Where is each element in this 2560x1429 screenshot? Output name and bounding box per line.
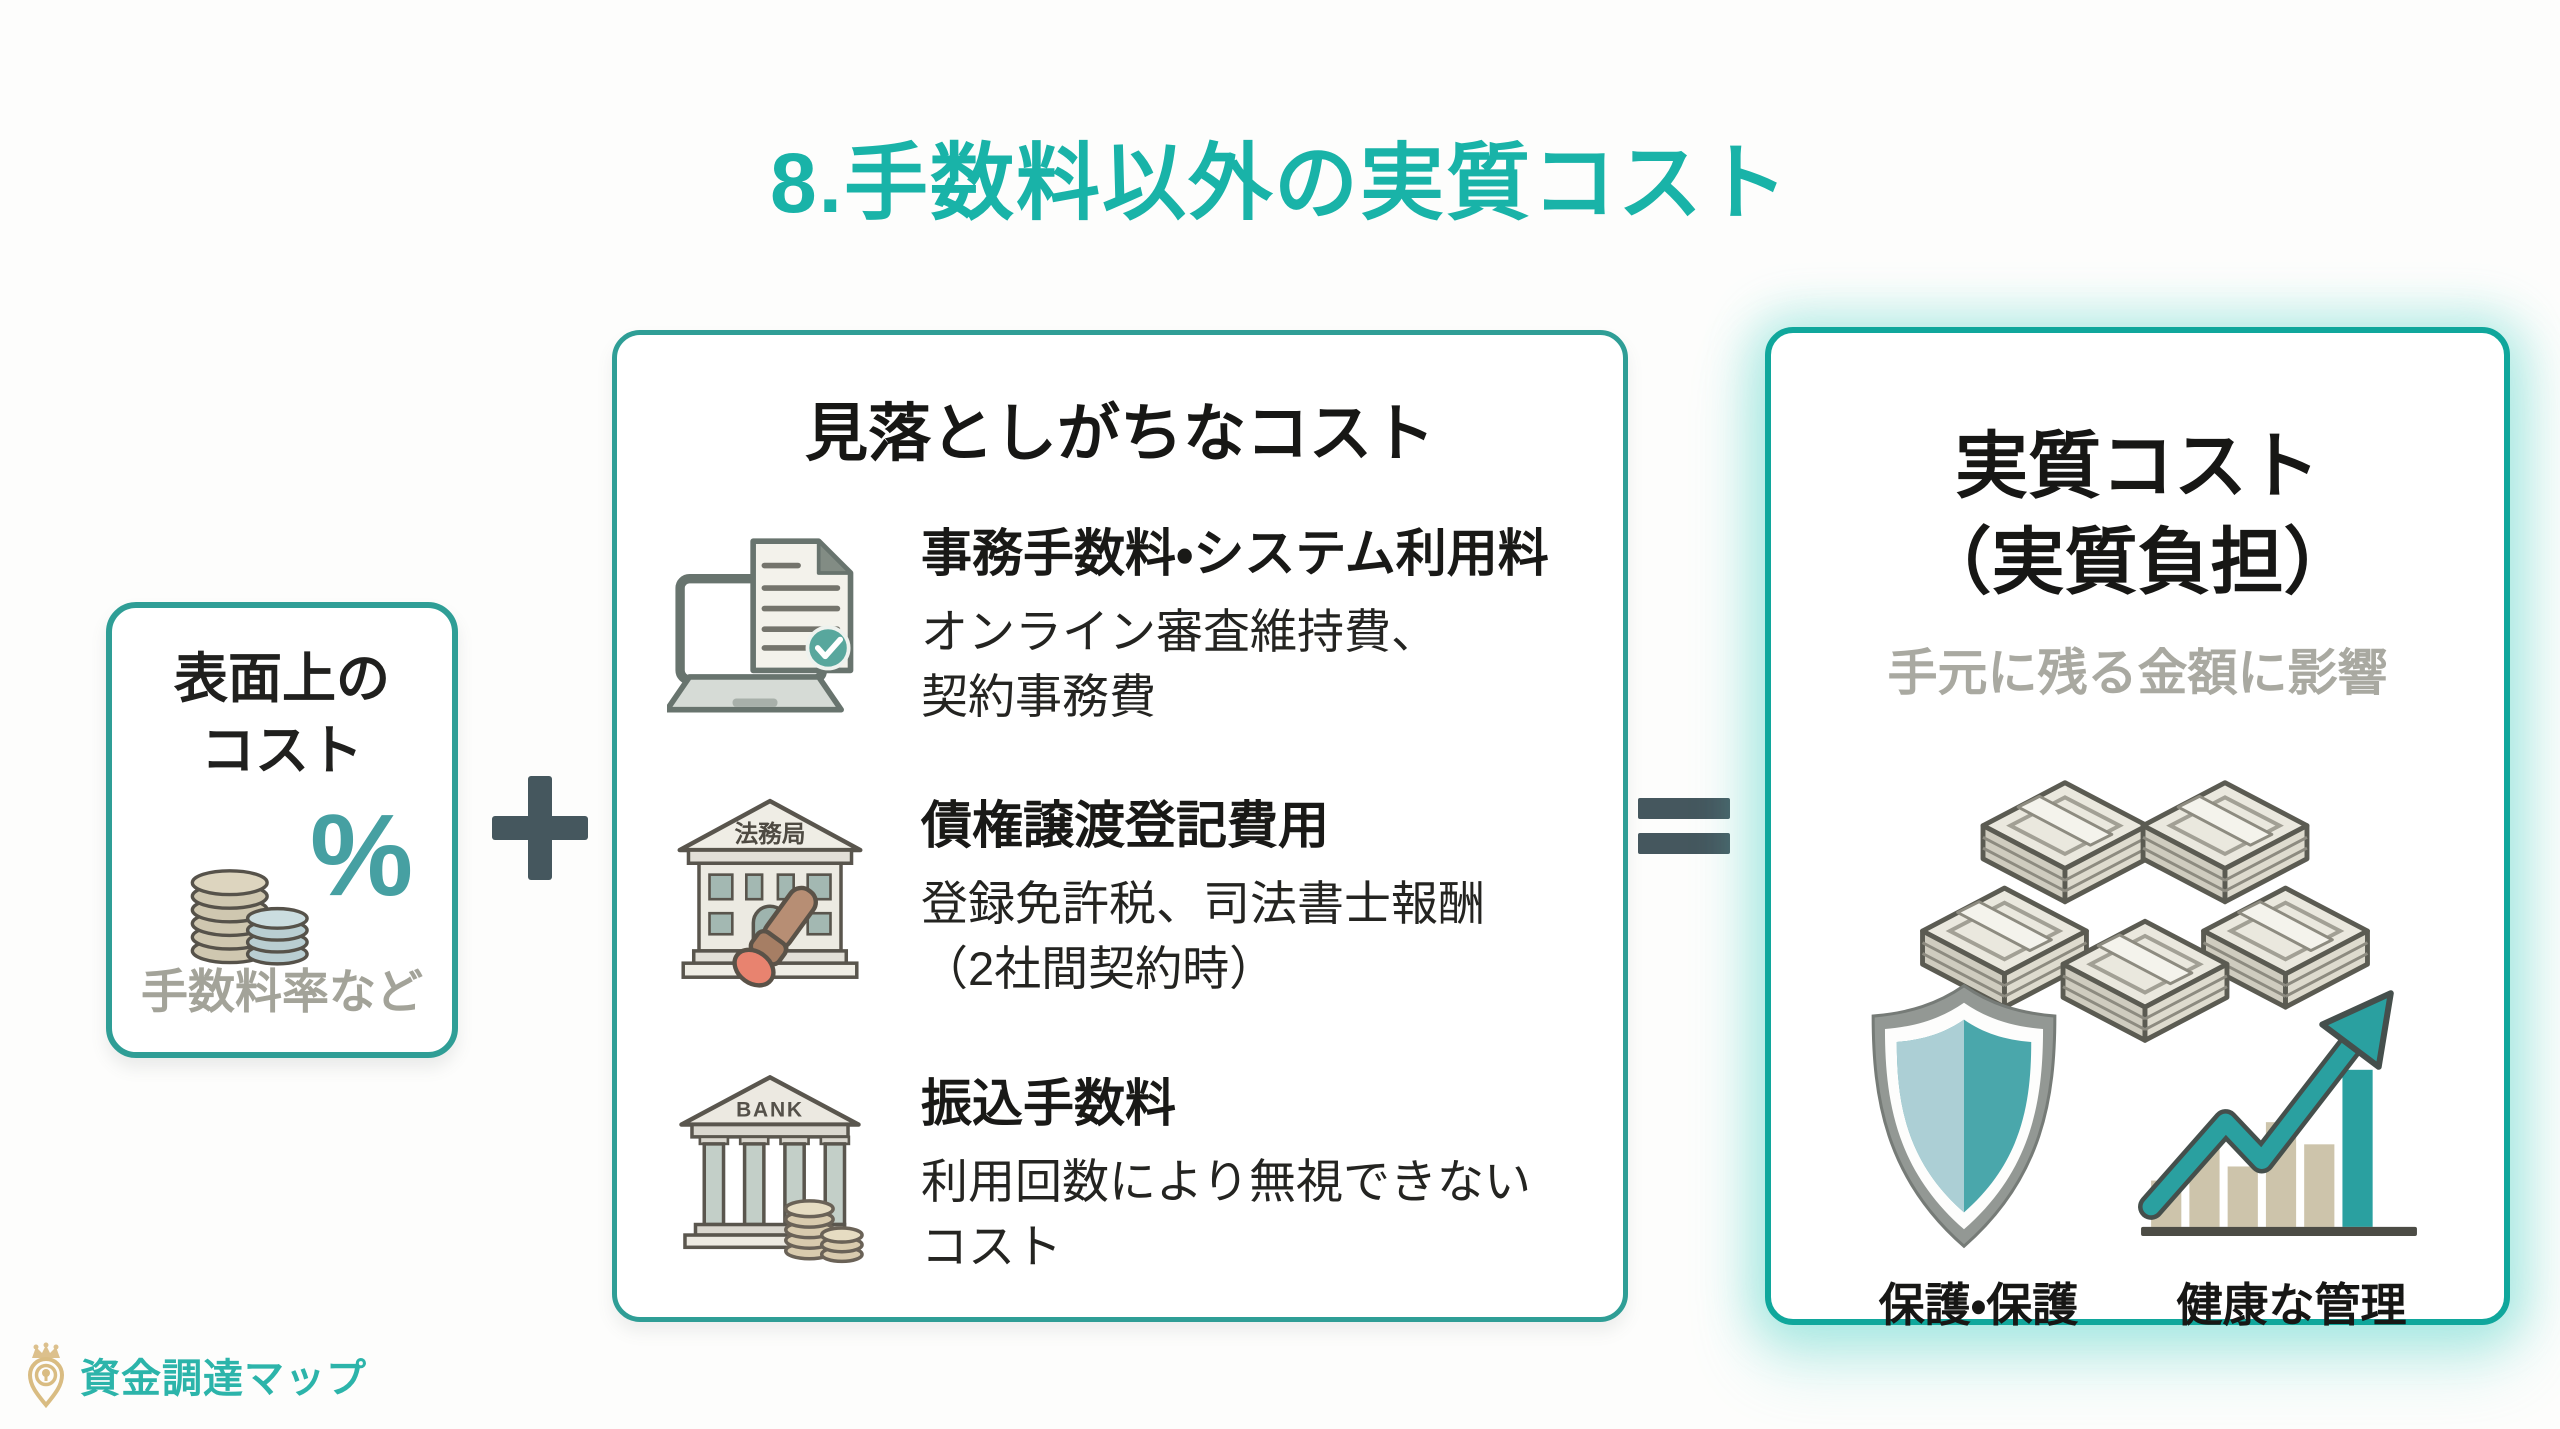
cost-item-heading: 事務手数料・システム利用料 xyxy=(921,525,1549,582)
legal-bureau-label: 法務局 xyxy=(735,821,806,848)
overlooked-costs-box: 見落としがちなコスト xyxy=(612,330,1628,1322)
cost-item-admin-fees: 事務手数料・システム利用料 オンライン審査維持費、 契約事務費 xyxy=(663,519,1597,731)
cost-item-text: 振込手数料 利用回数により無視できない コスト xyxy=(921,1069,1531,1280)
shield-icon xyxy=(1871,983,2057,1249)
cost-item-heading: 債権譲渡登記費用 xyxy=(921,797,1330,854)
percent-symbol: % xyxy=(310,790,414,920)
page-title: 8.手数料以外の実質コスト xyxy=(769,136,1791,230)
bank-label: BANK xyxy=(736,1099,804,1122)
cost-item-description: 利用回数により無視できない コスト xyxy=(921,1155,1532,1274)
overlooked-costs-title: 見落としがちなコスト xyxy=(805,399,1435,469)
site-logo-text: 資金調達マップ xyxy=(80,1357,367,1401)
site-logo: 資金調達マップ xyxy=(24,1342,367,1408)
plus-icon xyxy=(492,776,588,880)
real-cost-subtitle: 手元に残る金額に影響 xyxy=(1887,645,2388,701)
equals-icon xyxy=(1638,798,1730,854)
coin-stacks-icon xyxy=(190,869,309,966)
cost-item-transfer-fees: BANK xyxy=(663,1069,1597,1281)
surface-cost-box: 表面上の コスト % 手数料率など xyxy=(106,602,458,1058)
growth-chart-icon xyxy=(2138,990,2417,1236)
coins-percent-icon: % xyxy=(112,790,452,974)
real-cost-box: 実質コスト （実質負担） 手元に残る金額に影響 xyxy=(1765,327,2510,1331)
cost-item-text: 債権譲渡登記費用 登録免許税、司法書士報酬 （2社間契約時） xyxy=(921,791,1485,1002)
laptop-document-icon xyxy=(663,519,877,731)
crown-pin-logo-icon xyxy=(27,1342,65,1408)
cost-item-text: 事務手数料・システム利用料 オンライン審査維持費、 契約事務費 xyxy=(921,519,1549,730)
cost-item-description: オンライン審査維持費、 契約事務費 xyxy=(921,605,1438,724)
cost-item-registration-fees: 法務局 xyxy=(663,791,1597,1003)
legal-affairs-bureau-stamp-icon: 法務局 xyxy=(663,791,877,1003)
growth-chart-label: 健康な管理 xyxy=(2176,1279,2407,1331)
shield-label: 保護・保護 xyxy=(1878,1279,2079,1331)
cost-item-heading: 振込手数料 xyxy=(921,1075,1177,1132)
cost-item-description: 登録免許税、司法書士報酬 （2社間契約時） xyxy=(921,877,1485,996)
real-cost-title: 実質コスト （実質負担） xyxy=(1918,426,2357,604)
surface-box-title: 表面上の コスト xyxy=(174,649,390,781)
surface-box-caption: 手数料率など xyxy=(141,965,423,1018)
bank-building-coins-icon: BANK xyxy=(663,1069,877,1281)
